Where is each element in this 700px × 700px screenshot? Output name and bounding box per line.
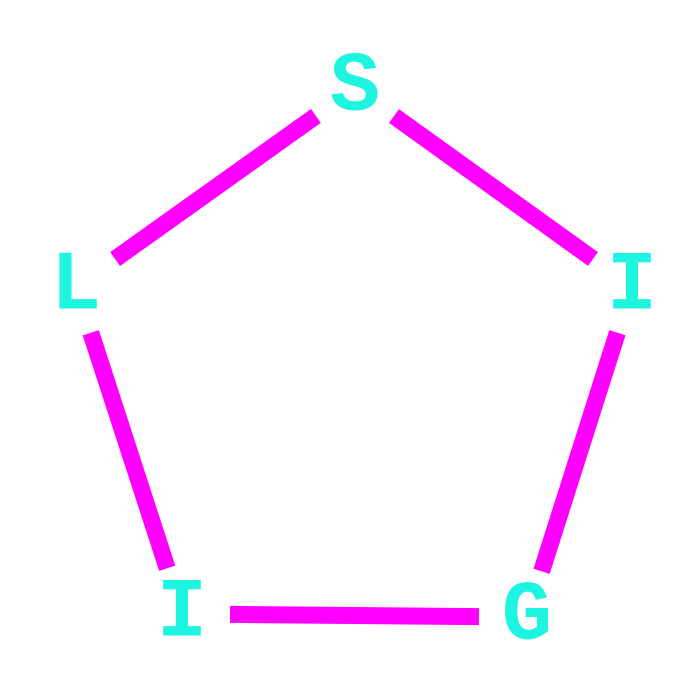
node-label-top: S (330, 41, 380, 136)
edge-right-bottom-right (533, 330, 626, 574)
edge-group (82, 108, 626, 626)
node-label-left: L (51, 240, 101, 335)
edge-bottom-left-left (82, 330, 176, 571)
edge-left-top (110, 108, 321, 267)
edge-top-right (389, 109, 598, 266)
node-label-bottom-right: G (502, 570, 552, 665)
node-label-right: I (607, 240, 657, 335)
node-label-bottom-left: I (157, 567, 207, 662)
node-group: S I G I L (51, 41, 657, 665)
edge-bottom-right-bottom-left (229, 605, 480, 626)
